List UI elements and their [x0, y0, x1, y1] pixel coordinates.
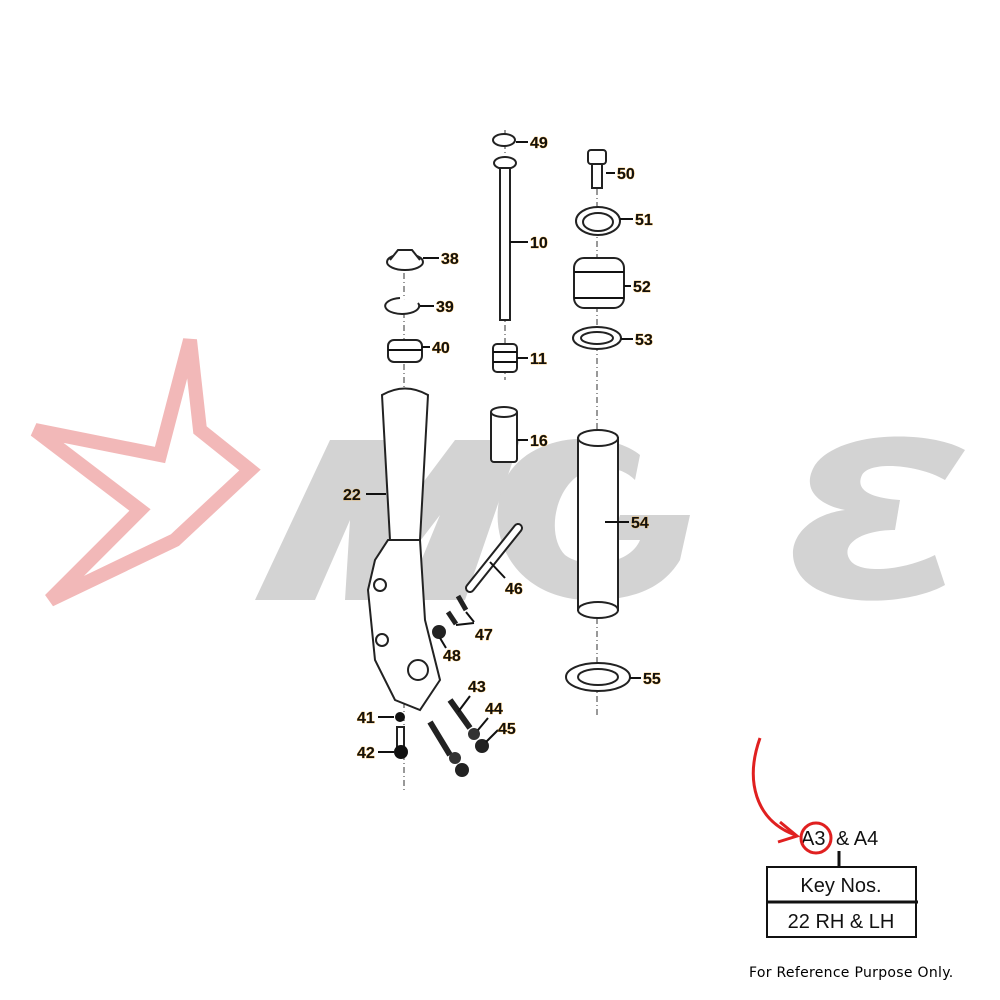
callout-55: 55 [643, 671, 661, 688]
part-55-washer [565, 662, 631, 692]
callout-41: 41 [357, 710, 375, 727]
reference-box: A3 & A4 Key Nos. 22 RH & LH [752, 737, 918, 938]
part-48-cap [432, 625, 446, 639]
callout-16: 16 [530, 433, 548, 450]
part-43-stud [427, 698, 473, 757]
ref-heading-a3: A3 [801, 828, 825, 850]
part-41-washer [395, 712, 405, 722]
ref-key-value: 22 RH & LH [788, 911, 895, 933]
star-watermark [30, 338, 261, 607]
highlight-circle [799, 821, 833, 855]
part-11-spring [492, 343, 518, 373]
red-arrow-icon [752, 737, 796, 837]
callout-53: 53 [635, 332, 653, 349]
callout-50: 50 [617, 166, 635, 183]
callout-52: 52 [633, 279, 651, 296]
ref-heading-a4: & A4 [836, 828, 878, 850]
part-39-circlip [384, 297, 421, 315]
callout-44: 44 [485, 701, 503, 718]
part-45-nut [475, 739, 489, 753]
callout-49: 49 [530, 135, 548, 152]
callout-39: 39 [436, 299, 454, 316]
callout-40: 40 [432, 340, 450, 357]
part-45-nut [455, 763, 469, 777]
callout-11: 11 [530, 351, 547, 368]
callout-22: 22 [343, 487, 361, 504]
footer-disclaimer: For Reference Purpose Only. [749, 965, 954, 981]
callout-10: 10 [530, 235, 548, 252]
part-16-collar [490, 406, 518, 463]
arrowhead-icon [777, 820, 801, 844]
part-54-tube [577, 429, 619, 619]
part-47-pins [445, 594, 475, 626]
callout-54: 54 [631, 515, 649, 532]
mge-letters [255, 436, 965, 601]
callout-42: 42 [357, 745, 375, 762]
part-40-seal [387, 339, 423, 363]
callout-45: 45 [498, 721, 516, 738]
part-10-damper-rod [493, 156, 517, 321]
part-38-cap [386, 249, 424, 271]
callout-46: 46 [505, 581, 523, 598]
ref-key-nos: Key Nos. [800, 875, 881, 897]
callout-labels: 49 50 10 51 38 39 52 53 40 11 16 22 54 4… [343, 135, 661, 763]
part-49-washer [492, 133, 516, 147]
part-44-washer [449, 752, 461, 764]
callout-43: 43 [468, 679, 486, 696]
callout-38: 38 [441, 251, 459, 268]
part-51-ring [575, 206, 621, 236]
part-46-axle [465, 523, 523, 593]
watermark-logo [30, 338, 965, 607]
callout-47: 47 [475, 627, 493, 644]
part-44-washer [468, 728, 480, 740]
leader-lines [366, 141, 641, 753]
part-52-bush [573, 257, 625, 309]
callout-48: 48 [443, 648, 461, 665]
callout-51: 51 [635, 212, 653, 229]
part-50-bolt [587, 149, 607, 189]
part-42-bolt [394, 726, 408, 759]
part-22-fork-leg [366, 387, 442, 712]
part-53-washer [572, 326, 622, 350]
